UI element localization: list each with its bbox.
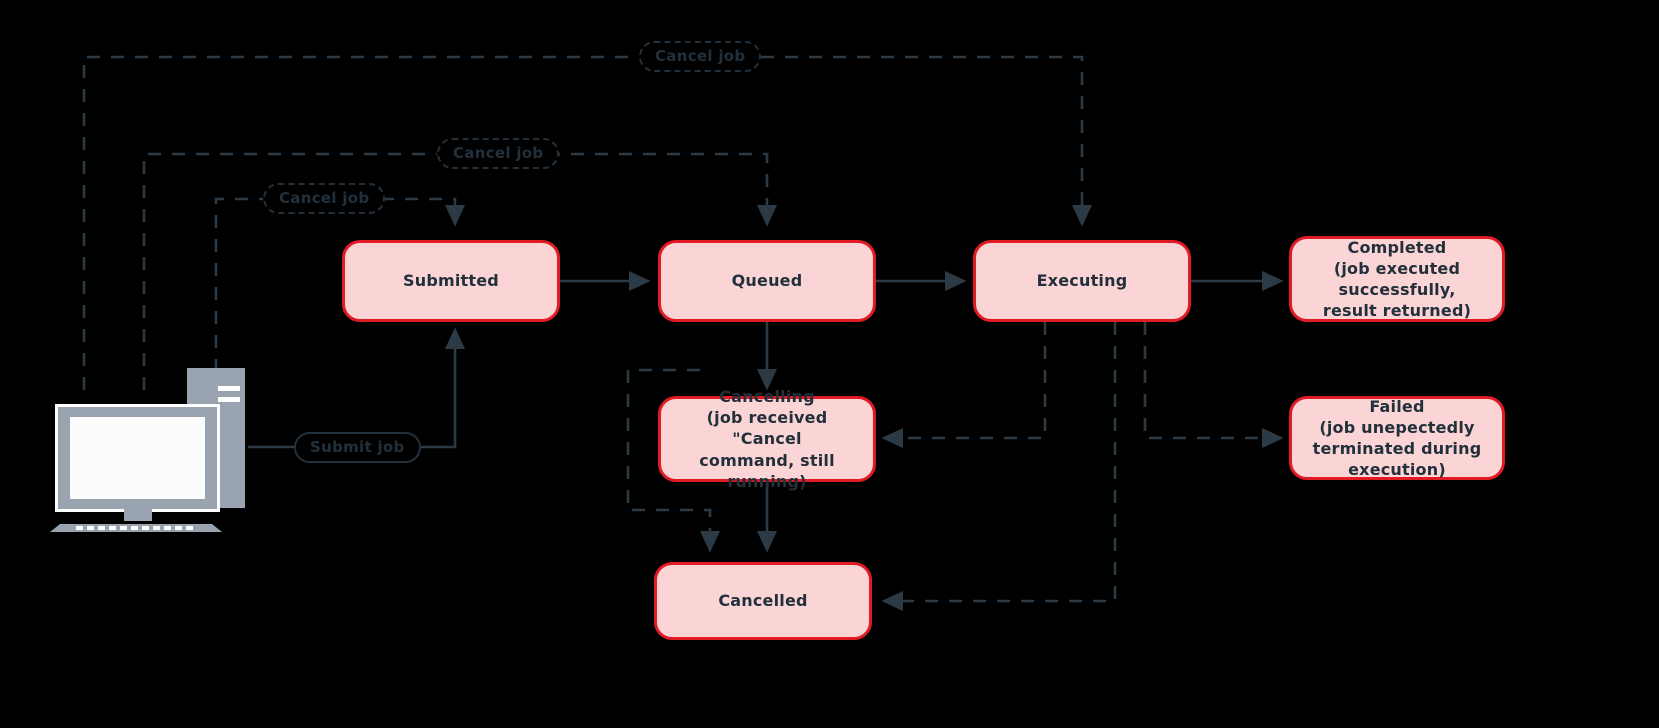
state-node-queued-label: Queued (731, 271, 803, 291)
edge-executing-to-cancelled (881, 322, 1117, 612)
edge-executing-to-failed (1143, 322, 1284, 449)
edge-label-submit-job[interactable]: Submit job (294, 432, 421, 463)
edge-executing-to-cancelling (881, 322, 1047, 449)
state-node-cancelled[interactable]: Cancelled (654, 562, 872, 640)
edge-cancel-low-left (214, 197, 265, 372)
state-node-submitted-label: Submitted (403, 271, 499, 291)
state-node-failed[interactable]: Failed (job unepectedly terminated durin… (1289, 396, 1505, 480)
edge-cancel-top-left (82, 55, 643, 390)
edge-cancel-top-right (737, 55, 1093, 227)
edge-submit-to-submitted (408, 327, 466, 449)
state-node-cancelled-label: Cancelled (718, 591, 808, 611)
state-node-cancelling[interactable]: Cancelling (job received "Cancel command… (658, 387, 876, 491)
edge-cancel-mid-right (547, 152, 778, 227)
state-node-submitted[interactable]: Submitted (342, 240, 560, 322)
state-node-executing[interactable]: Executing (973, 240, 1191, 322)
state-node-completed-label: Completed (job executed successfully, re… (1322, 237, 1472, 321)
state-node-executing-label: Executing (1036, 271, 1128, 291)
desktop-computer-icon (50, 368, 245, 532)
edge-label-cancel-job-mid[interactable]: Cancel job (437, 138, 560, 169)
state-node-cancelling-label: Cancelling (job received "Cancel command… (699, 387, 835, 491)
state-node-completed[interactable]: Completed (job executed successfully, re… (1289, 236, 1505, 322)
edge-label-cancel-job-low[interactable]: Cancel job (263, 183, 386, 214)
state-node-failed-label: Failed (job unepectedly terminated durin… (1312, 396, 1482, 480)
edge-cancel-low-right (381, 197, 466, 227)
edge-label-cancel-job-top[interactable]: Cancel job (639, 41, 762, 72)
state-node-queued[interactable]: Queued (658, 240, 876, 322)
